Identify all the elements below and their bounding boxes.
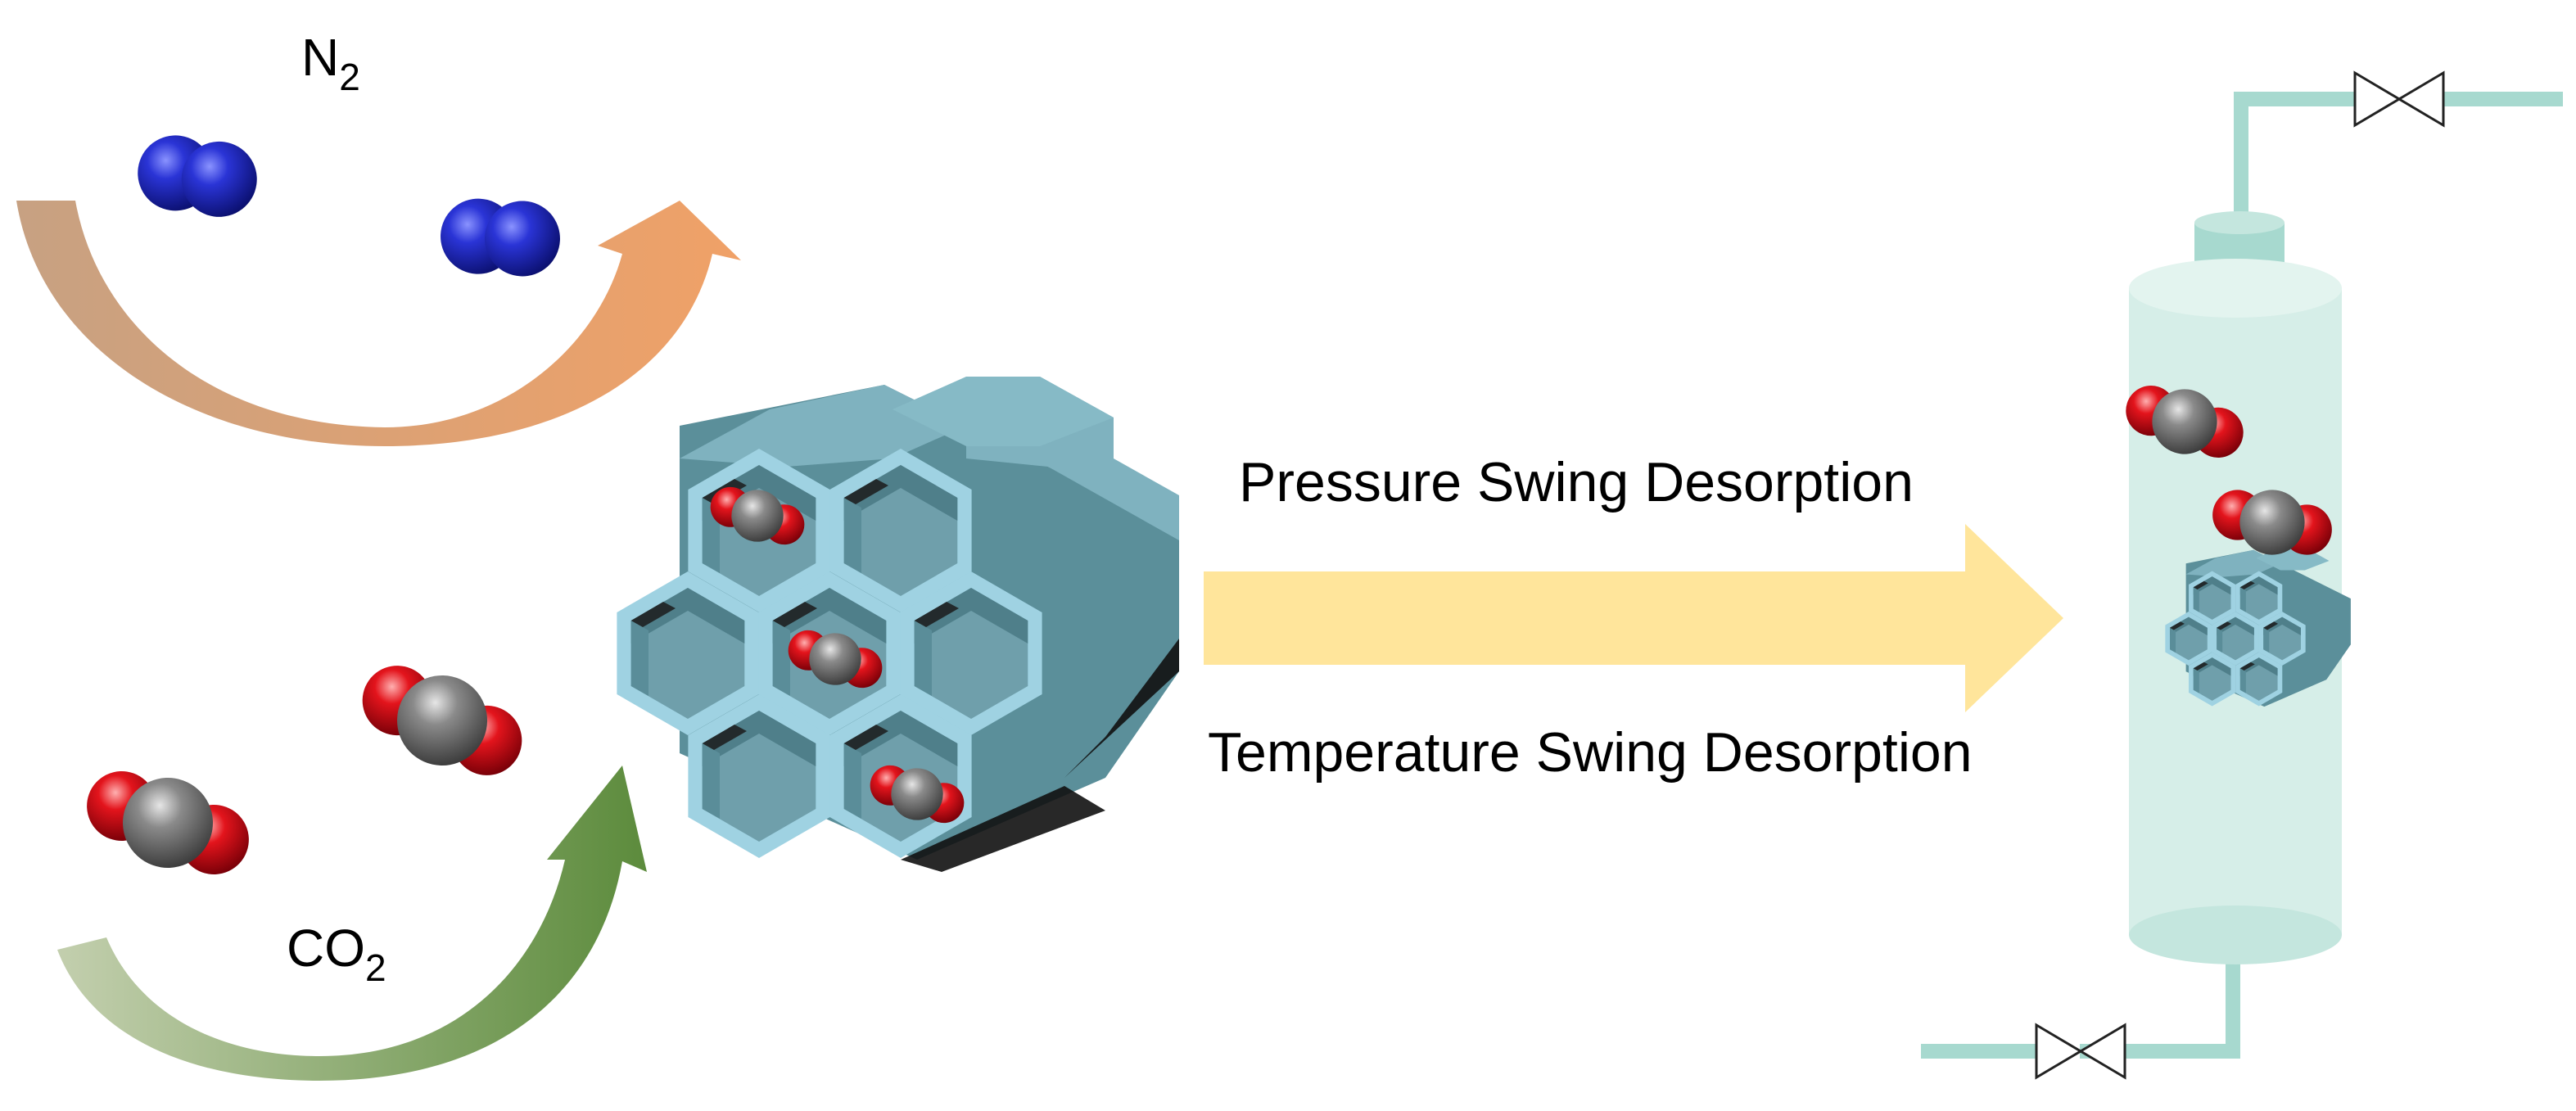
desorption-arrow [1204,524,2063,712]
temperature-swing-label: Temperature Swing Desorption [1208,721,1973,784]
n2-label: N2 [301,28,360,98]
co2-molecule-2 [73,752,263,894]
n2-molecule-2 [438,196,563,278]
mini-porous-framework [2165,547,2351,707]
porous-framework [617,377,1179,872]
co2-feed-arrow [57,766,647,1081]
adsorption-column [1921,71,2563,1079]
n2-molecule-1 [133,130,262,222]
n2-exit-arrow [16,201,741,446]
valve-icon [2353,71,2445,127]
valve-icon [2035,1023,2126,1079]
co2-label: CO2 [287,919,386,989]
pressure-swing-label: Pressure Swing Desorption [1239,451,1914,513]
co2-molecule-1 [346,645,538,796]
